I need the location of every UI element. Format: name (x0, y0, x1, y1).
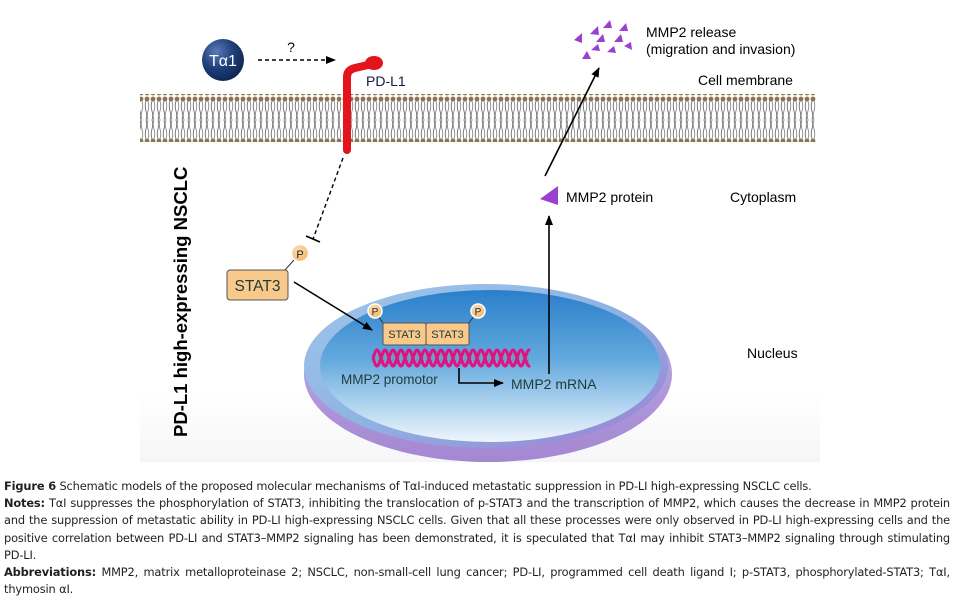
figure-caption: Figure 6 Schematic models of the propose… (4, 478, 950, 598)
mmp2-release-label: MMP2 release (646, 24, 736, 40)
mmp2-promoter-label: MMP2 promotor (341, 372, 438, 387)
cell-membrane (140, 94, 816, 142)
inhibition-line (305, 157, 344, 243)
side-label: PD-L1 high-expressing NSCLC (170, 167, 191, 437)
mmp2-protein-label: MMP2 protein (566, 189, 653, 205)
phospho-label: P (475, 307, 482, 318)
stat3-dimer: STAT3 STAT3 P P (367, 303, 486, 346)
figure-number: Figure 6 (4, 479, 56, 493)
mmp2-protein-triangle (540, 186, 558, 205)
mmp2-triangle (591, 44, 600, 51)
mmp2-release-cluster (574, 20, 632, 59)
stat3-dimer-left-label: STAT3 (388, 329, 421, 341)
mmp2-triangle (603, 20, 612, 28)
phospho-label: P (296, 249, 303, 261)
stat3-cytoplasmic: STAT3 P (226, 243, 310, 301)
mmp2-triangle (607, 46, 616, 53)
dna-helix (371, 348, 531, 368)
transcription-arrow (458, 368, 504, 387)
question-mark: ? (287, 39, 295, 55)
cell-membrane-label: Cell membrane (698, 72, 793, 88)
migration-invasion-label: (migration and invasion) (646, 41, 795, 57)
stat3-dimer-right-label: STAT3 (431, 329, 464, 341)
mmp2-triangle (624, 42, 632, 50)
phospho-label: P (372, 307, 379, 318)
abbreviations-text: MMP2, matrix metalloproteinase 2; NSCLC,… (4, 565, 950, 597)
translocation-arrow (293, 281, 373, 331)
ta1-label: Tα1 (209, 53, 237, 70)
caption-notes: Notes: TαI suppresses the phosphorylatio… (4, 495, 950, 564)
pdl1-label: PD-L1 (366, 73, 406, 89)
mmp2-mrna-label: MMP2 mRNA (511, 376, 597, 392)
nucleus-label: Nucleus (747, 345, 798, 361)
pdl1-receptor (343, 56, 383, 154)
mmp2-triangle (614, 34, 623, 42)
mmp2-triangle (619, 23, 628, 31)
mmp2-triangle (574, 33, 582, 43)
secretion-arrow (544, 67, 600, 177)
schematic-figure: PD-L1 high-expressing NSCLC Tα1 ? PD-L1 … (140, 0, 820, 462)
cytoplasm-label: Cytoplasm (730, 189, 796, 205)
caption-abbreviations: Abbreviations: MMP2, matrix metalloprote… (4, 564, 950, 598)
stat3-label: STAT3 (235, 278, 281, 295)
thymosin-alpha1-molecule: Tα1 (202, 39, 244, 81)
notes-label: Notes: (4, 496, 45, 511)
caption-title: Figure 6 Schematic models of the propose… (4, 478, 950, 495)
mmp2-triangle (596, 34, 605, 42)
mmp2-triangle (590, 26, 599, 35)
dna-strand (371, 348, 531, 368)
notes-text: TαI suppresses the phosphorylation of ST… (4, 496, 950, 562)
mmp2-triangle (582, 51, 591, 59)
abbreviations-label: Abbreviations: (4, 565, 97, 580)
caption-title-text: Schematic models of the proposed molecul… (59, 479, 812, 493)
dna-strand (371, 348, 531, 368)
